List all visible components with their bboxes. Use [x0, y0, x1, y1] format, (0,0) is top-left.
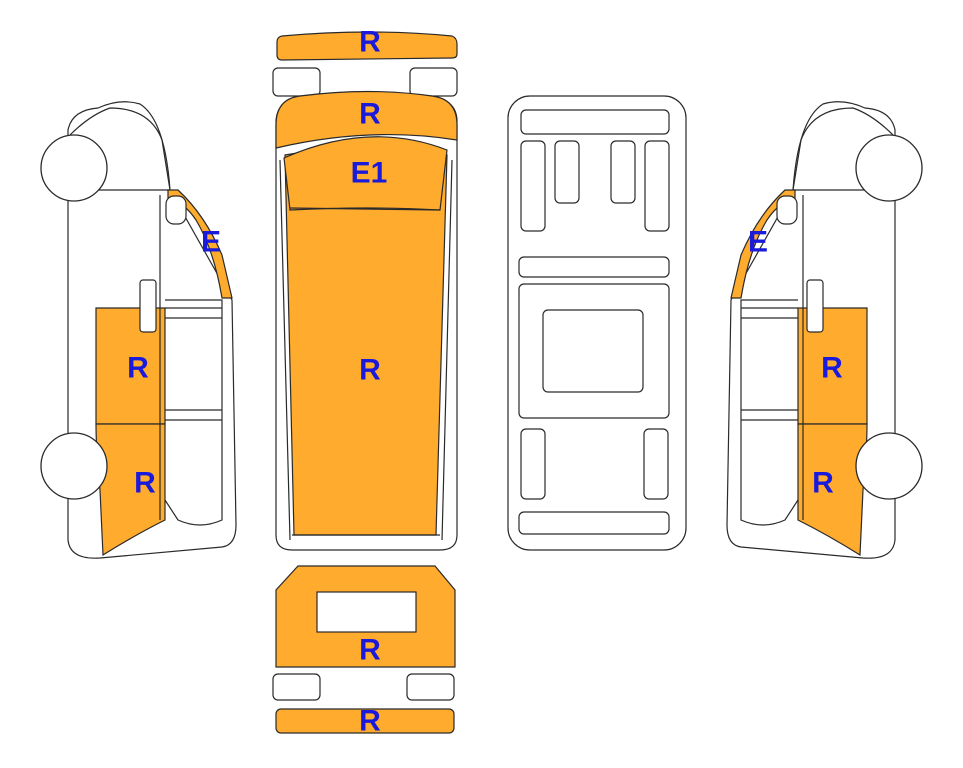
rear-window — [316, 591, 417, 633]
left-side-view — [40, 101, 237, 559]
underside-slot-1 — [520, 140, 546, 232]
underside-slot-4 — [644, 140, 670, 232]
left-window-bars — [165, 307, 222, 421]
right-side-view — [726, 101, 923, 559]
rear-view — [272, 565, 456, 734]
right-door-frame — [740, 195, 804, 526]
right-taillight — [406, 673, 455, 701]
left-handle — [139, 279, 157, 333]
underside-slot-3 — [610, 140, 636, 204]
label-left-side-upper: R — [127, 352, 149, 385]
right-rear-wheel — [855, 432, 923, 500]
top-left-side-line — [279, 159, 291, 541]
underside-mid-bar — [518, 256, 670, 278]
left-rear-wheel — [40, 432, 108, 500]
underside-center-plate — [542, 309, 644, 393]
label-right-a-pillar: E — [748, 226, 768, 259]
label-right-side-lower: R — [812, 467, 834, 500]
label-rear-bumper: R — [359, 705, 381, 738]
right-handle — [806, 279, 824, 333]
label-rear-door: R — [359, 634, 381, 667]
windshield-roof-seam — [289, 207, 441, 211]
rear-bumper-panel[interactable] — [275, 708, 455, 734]
label-hood: R — [359, 98, 381, 131]
underside-rear-bar — [518, 511, 670, 535]
left-side-roof-line — [69, 107, 171, 191]
label-left-a-pillar: E — [201, 226, 221, 259]
label-right-side-upper: R — [821, 352, 843, 385]
front-bumper-panel[interactable] — [276, 31, 458, 61]
right-window-bars — [741, 307, 798, 421]
label-front-bumper: R — [359, 26, 381, 59]
top-right-side-line — [441, 159, 453, 541]
underside-slot-5 — [520, 428, 546, 500]
left-headlight — [272, 67, 321, 97]
label-left-side-lower: R — [134, 467, 156, 500]
hood-panel[interactable] — [275, 90, 458, 149]
left-mirror — [165, 195, 187, 225]
right-mirror — [776, 195, 798, 225]
right-headlight — [409, 67, 458, 97]
underside-slot-6 — [643, 428, 669, 500]
left-front-wheel — [40, 134, 108, 202]
underside-slot-2 — [554, 140, 580, 204]
underside-view — [507, 95, 687, 551]
left-taillight — [272, 673, 321, 701]
right-side-roof-line — [792, 107, 894, 191]
left-door-frame — [159, 195, 223, 526]
underside-front-bar — [520, 109, 670, 135]
label-windshield: E1 — [351, 157, 388, 190]
damage-labels: R R E1 R R R E R R E R R — [127, 26, 843, 738]
label-roof: R — [359, 354, 381, 387]
top-view — [272, 31, 458, 551]
right-front-wheel — [855, 134, 923, 202]
